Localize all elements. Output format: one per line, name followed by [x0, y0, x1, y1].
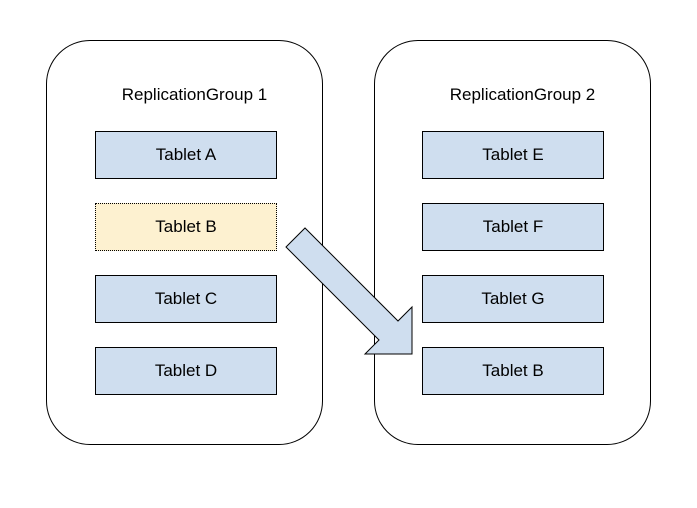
group-1-tablet-d: Tablet D	[95, 347, 277, 395]
group-2-tablet-g: Tablet G	[422, 275, 604, 323]
replication-group-2-title: ReplicationGroup 2	[449, 85, 596, 104]
group-1-tablet-a: Tablet A	[95, 131, 277, 179]
move-arrow-shape	[285, 227, 413, 355]
replication-group-1-title: ReplicationGroup 1	[121, 85, 268, 104]
group-1-tablet-b-moving: Tablet B	[95, 203, 277, 251]
group-2-tablet-f: Tablet F	[422, 203, 604, 251]
group-1-tablet-c: Tablet C	[95, 275, 277, 323]
group-2-tablet-b: Tablet B	[422, 347, 604, 395]
group-2-tablet-e: Tablet E	[422, 131, 604, 179]
